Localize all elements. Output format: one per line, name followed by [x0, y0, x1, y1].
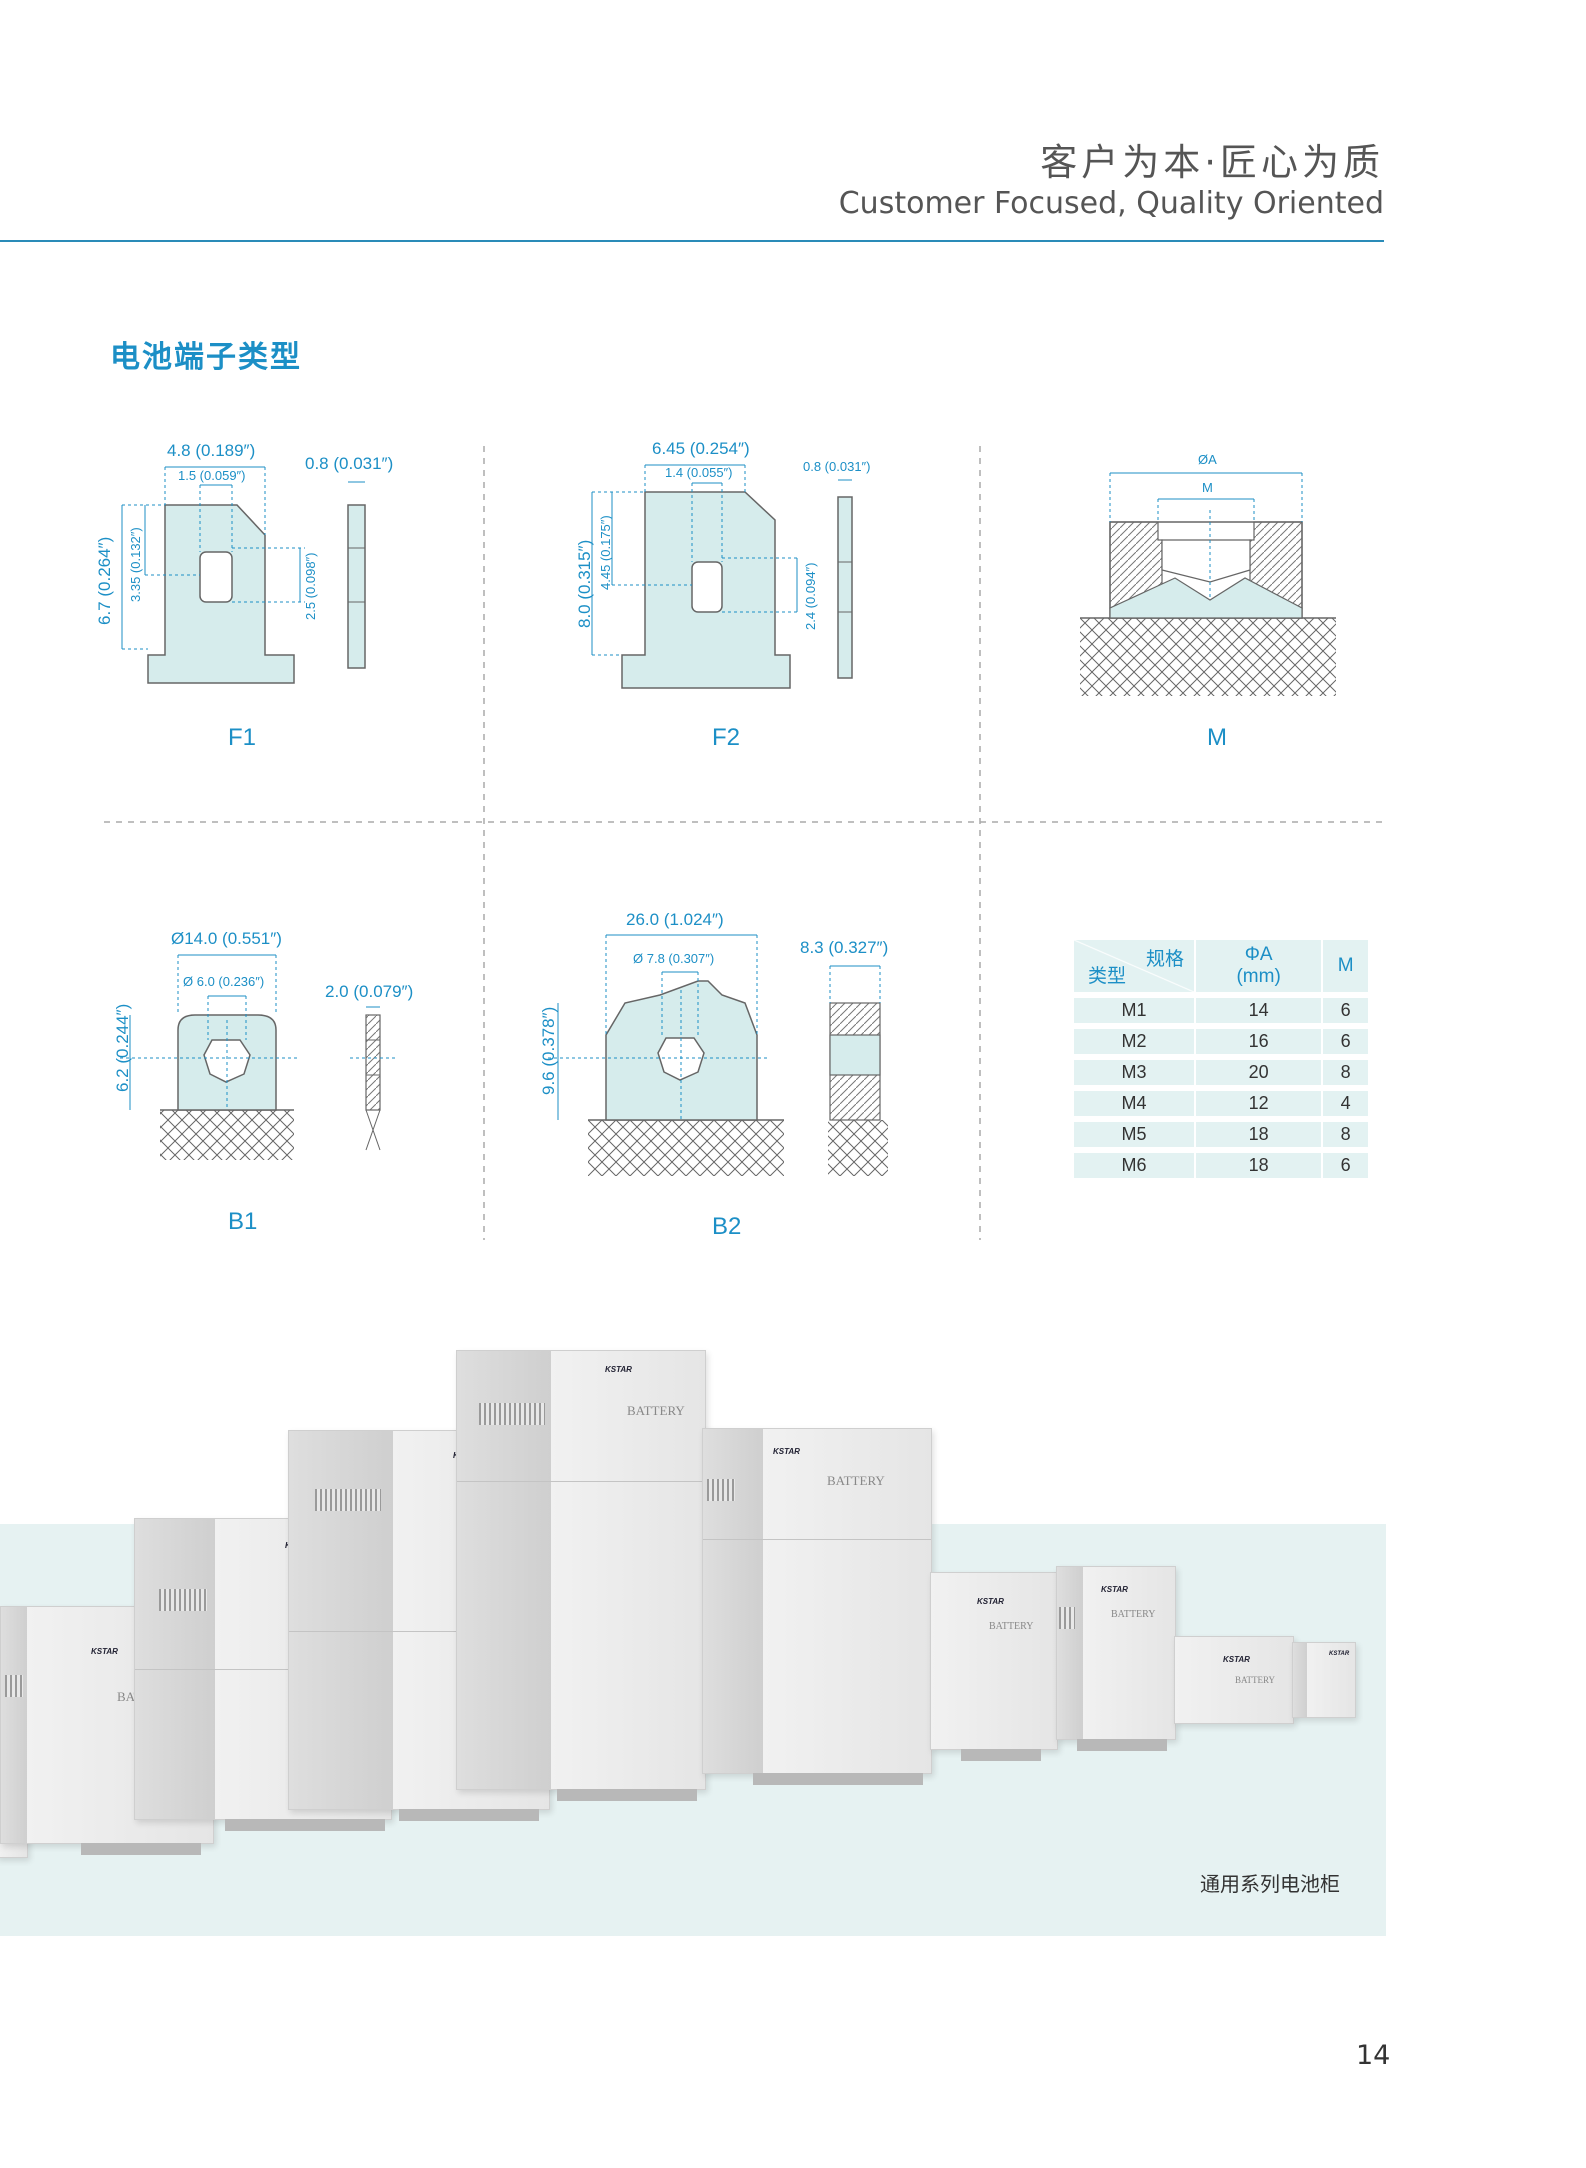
- b1-height-label: 6.2 (0.244″): [113, 1004, 132, 1092]
- f2-hole-width-label: 1.4 (0.055″): [665, 465, 732, 480]
- battery-cabinet: KSTAR BATTERY: [930, 1572, 1058, 1761]
- terminal-b1-drawing: [120, 954, 395, 1160]
- f1-hole-width-label: 1.5 (0.059″): [178, 468, 245, 483]
- f2-hole-height-label: 2.4 (0.094″): [803, 563, 818, 630]
- header-spec: 规格: [1145, 949, 1184, 970]
- header-title-en: Customer Focused, Quality Oriented: [838, 186, 1384, 221]
- f2-thickness-label: 0.8 (0.031″): [803, 459, 870, 474]
- battery-cabinet: KSTAR BATTERY: [1174, 1636, 1294, 1724]
- f2-width-label: 6.45 (0.254″): [652, 439, 750, 458]
- terminal-m-drawing: [1080, 472, 1336, 696]
- battery-cabinet: KSTAR BATTERY: [1056, 1566, 1176, 1751]
- header-a: ΦA(mm): [1196, 940, 1322, 992]
- f1-hole-pos-label: 3.35 (0.132″): [128, 527, 143, 602]
- b1-hole-label: Ø 6.0 (0.236″): [183, 974, 264, 989]
- page-number: 14: [1356, 2040, 1391, 2071]
- terminal-f1-drawing: [121, 466, 366, 684]
- b2-thickness-label: 8.3 (0.327″): [800, 938, 888, 957]
- f1-thickness-label: 0.8 (0.031″): [305, 454, 393, 473]
- f2-height-label: 8.0 (0.315″): [575, 540, 594, 628]
- header-type: 类型: [1088, 966, 1127, 987]
- header-rule: [0, 240, 1384, 242]
- battery-cabinet: KSTAR BATTERY: [702, 1428, 932, 1785]
- header-m: M: [1323, 940, 1368, 992]
- terminal-diagrams: 4.8 (0.189″) 1.5 (0.059″) 0.8 (0.031″) 6…: [95, 439, 1386, 1240]
- f1-height-label: 6.7 (0.264″): [95, 537, 114, 625]
- b2-label: B2: [712, 1213, 741, 1240]
- photo-caption: 通用系列电池柜: [1200, 1872, 1340, 1896]
- f1-hole-height-label: 2.5 (0.098″): [303, 553, 318, 620]
- section-title: 电池端子类型: [110, 340, 302, 375]
- f1-label: F1: [228, 724, 256, 751]
- f2-label: F2: [712, 724, 740, 751]
- m-inner-label: M: [1202, 480, 1213, 495]
- spec-table-diagonal-header: 规格 类型: [1074, 940, 1194, 992]
- battery-cabinet: KSTAR BATTERY: [456, 1350, 706, 1801]
- b1-diameter-label: Ø14.0 (0.551″): [171, 929, 282, 948]
- b1-thickness-label: 2.0 (0.079″): [325, 982, 413, 1001]
- m-outer-label: ØA: [1198, 452, 1217, 467]
- b2-hole-label: Ø 7.8 (0.307″): [633, 951, 714, 966]
- b1-label: B1: [228, 1208, 257, 1235]
- m-label: M: [1207, 724, 1227, 751]
- b2-width-label: 26.0 (1.024″): [626, 910, 724, 929]
- grid-separators: [104, 446, 1386, 1240]
- b2-height-label: 9.6 (0.378″): [539, 1007, 558, 1095]
- f2-hole-pos-label: 4.45 (0.175″): [598, 515, 613, 590]
- header-title-cn: 客户为本·匠心为质: [1040, 141, 1384, 184]
- f1-width-label: 4.8 (0.189″): [167, 441, 255, 460]
- battery-cabinet: KSTAR: [1292, 1642, 1356, 1718]
- terminal-b2-drawing: [548, 934, 888, 1176]
- terminal-f2-drawing: [591, 464, 853, 689]
